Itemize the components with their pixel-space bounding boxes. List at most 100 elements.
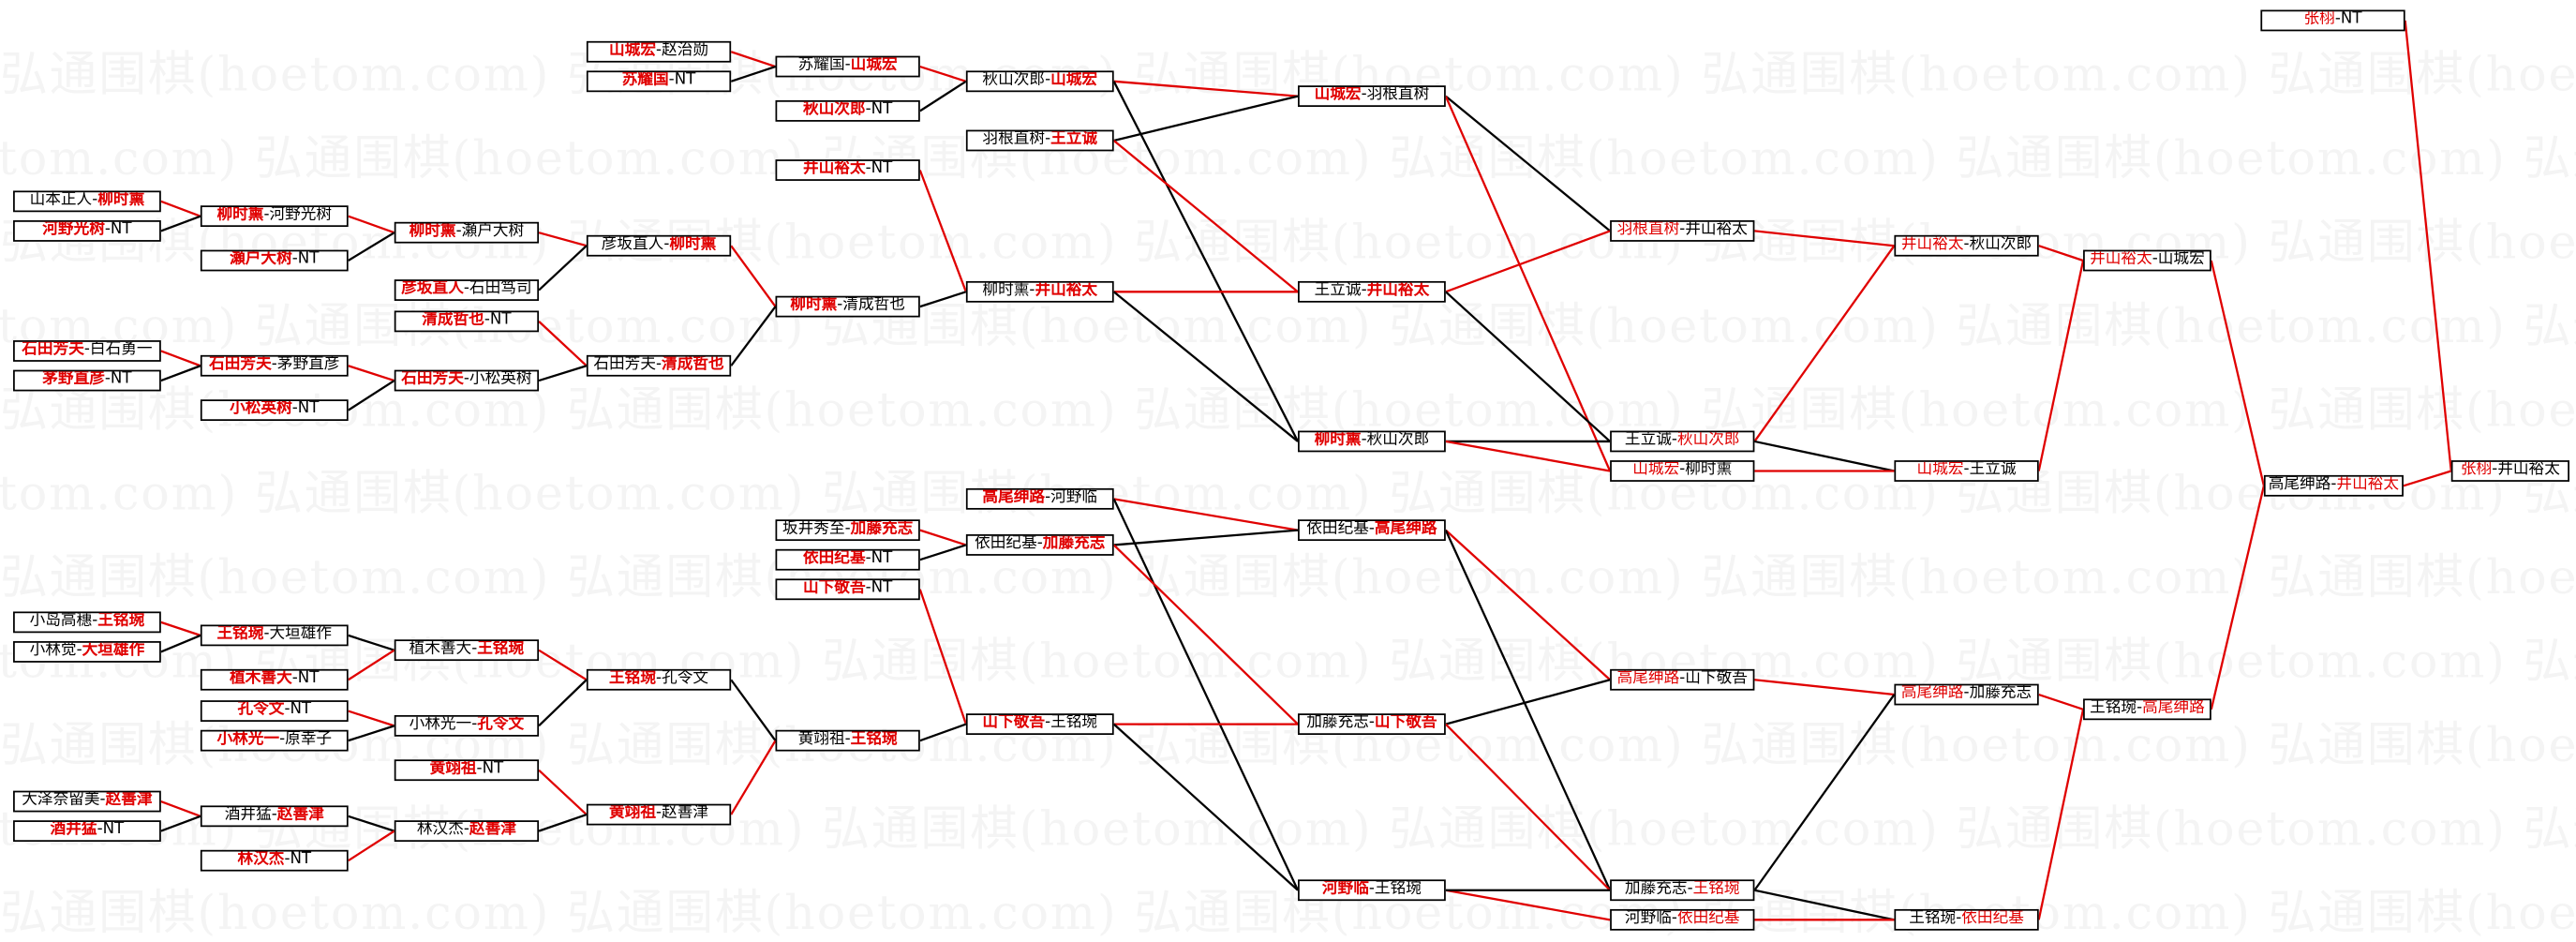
winner-name: 羽根直树 (1616, 220, 1680, 239)
match-separator: - (1679, 220, 1686, 239)
match-separator: - (284, 849, 290, 869)
match-box: 石田芳夫-白石勇一 (13, 340, 161, 362)
match-separator: - (463, 279, 469, 298)
bracket-line (1445, 95, 1611, 232)
match-separator: - (668, 70, 675, 89)
match-separator: - (2492, 460, 2498, 479)
match-separator: - (1671, 908, 1677, 928)
winner-name: 小林光一 (216, 729, 280, 749)
winner-name: 井山裕太 (2336, 474, 2400, 494)
bracket-line (919, 80, 967, 112)
player-name: NT (871, 578, 893, 597)
match-separator: - (2334, 9, 2341, 28)
winner-name: 高尾绅路 (1374, 519, 1437, 538)
match-box: 秋山次郎-NT (775, 99, 920, 122)
advance-line (2038, 693, 2084, 710)
match-separator: - (104, 220, 111, 239)
advance-line (918, 170, 967, 292)
player-name: 高尾绅路 (2268, 474, 2331, 494)
advance-line (348, 710, 395, 727)
bracket-line (1112, 291, 1299, 442)
winner-name: 清成哲也 (422, 310, 484, 329)
bracket-line (919, 291, 967, 308)
advance-line (1112, 544, 1299, 725)
advance-line (538, 321, 588, 367)
match-box: 黄翊祖-赵善津 (586, 803, 732, 826)
player-name: 依田纪基 (1306, 519, 1369, 538)
player-name: 彦坂直人 (601, 234, 664, 254)
match-separator: - (656, 40, 663, 60)
bracket-line (348, 232, 395, 262)
player-name: 羽根直树 (982, 129, 1046, 148)
winner-name: 依田纪基 (802, 548, 866, 568)
winner-name: 井山裕太 (1366, 280, 1430, 300)
match-separator: - (83, 340, 90, 359)
match-separator: - (291, 668, 298, 688)
match-box: 王立诚-井山裕太 (1298, 280, 1446, 303)
bracket-line (1754, 440, 1895, 472)
match-separator: - (1671, 430, 1677, 449)
player-name: 山下敬吾 (1685, 668, 1748, 688)
match-separator: - (1045, 713, 1051, 732)
winner-name: 赵善津 (105, 790, 153, 809)
match-separator: - (1361, 280, 1367, 300)
match-separator: - (1045, 129, 1051, 148)
match-box: 王铭琬-大垣雄作 (200, 624, 349, 647)
winner-name: 山城宏 (850, 55, 898, 74)
advance-line (538, 769, 588, 815)
match-box: 高尾绅路-井山裕太 (2263, 474, 2404, 497)
winner-name: 张栩 (2303, 9, 2335, 28)
advance-line (2210, 486, 2266, 710)
winner-name: 河野光树 (42, 220, 105, 239)
match-separator: - (1963, 460, 1970, 479)
bracket-line (160, 815, 201, 832)
match-box: 林汉杰-NT (200, 849, 349, 872)
match-box: 山城宏-羽根直树 (1298, 85, 1446, 108)
match-box: 山本正人-柳时熏 (13, 190, 161, 213)
advance-line (348, 215, 395, 234)
winner-name: 加藤充志 (1042, 534, 1106, 553)
player-name: NT (110, 369, 132, 388)
winner-name: 石田芳夫 (401, 369, 464, 388)
match-separator: - (476, 759, 483, 778)
bracket-line (919, 544, 967, 561)
player-name: NT (489, 310, 512, 329)
match-separator: - (1679, 668, 1686, 688)
advance-line (1754, 230, 1895, 247)
match-box: 林汉杰-赵善津 (394, 820, 540, 843)
winner-name: 秋山次郎 (802, 99, 866, 119)
winner-name: 王铭琬 (477, 639, 525, 658)
match-separator: - (1963, 234, 1970, 254)
advance-line (1113, 80, 1299, 97)
player-name: 白石勇一 (89, 340, 153, 359)
match-box: 植木善大-王铭琬 (394, 639, 540, 662)
match-separator: - (97, 820, 103, 839)
winner-name: 依田纪基 (1676, 908, 1740, 928)
winner-name: 王立诚 (1050, 129, 1098, 148)
match-separator: - (1956, 908, 1962, 928)
match-separator: - (263, 624, 270, 643)
match-separator: - (463, 820, 469, 839)
match-box: 河野临-王铭琬 (1298, 879, 1446, 902)
winner-name: 井山裕太 (2090, 249, 2152, 268)
advance-line (348, 649, 395, 681)
match-separator: - (471, 639, 478, 658)
winner-name: 彦坂直人 (401, 279, 464, 298)
advance-line (1753, 245, 1896, 442)
match-separator: - (1045, 487, 1051, 507)
winner-name: 山下敬吾 (802, 578, 866, 597)
advance-line (2404, 20, 2452, 471)
match-box: 山城宏-王立诚 (1894, 460, 2039, 482)
player-name: 王立诚 (1624, 430, 1672, 449)
player-name: 王铭琬 (1050, 713, 1098, 732)
match-separator: - (1368, 713, 1375, 732)
advance-line (2037, 709, 2085, 920)
match-separator: - (865, 578, 871, 597)
match-box: 井山裕太-山城宏 (2083, 249, 2211, 272)
match-box: 酒井猛-NT (13, 820, 161, 843)
match-box: 高尾绅路-山下敬吾 (1610, 668, 1755, 691)
match-box: 苏耀国-NT (586, 70, 732, 93)
player-name: 酒井猛 (224, 805, 272, 824)
match-separator: - (291, 399, 298, 418)
winner-name: 依田纪基 (1961, 908, 2024, 928)
